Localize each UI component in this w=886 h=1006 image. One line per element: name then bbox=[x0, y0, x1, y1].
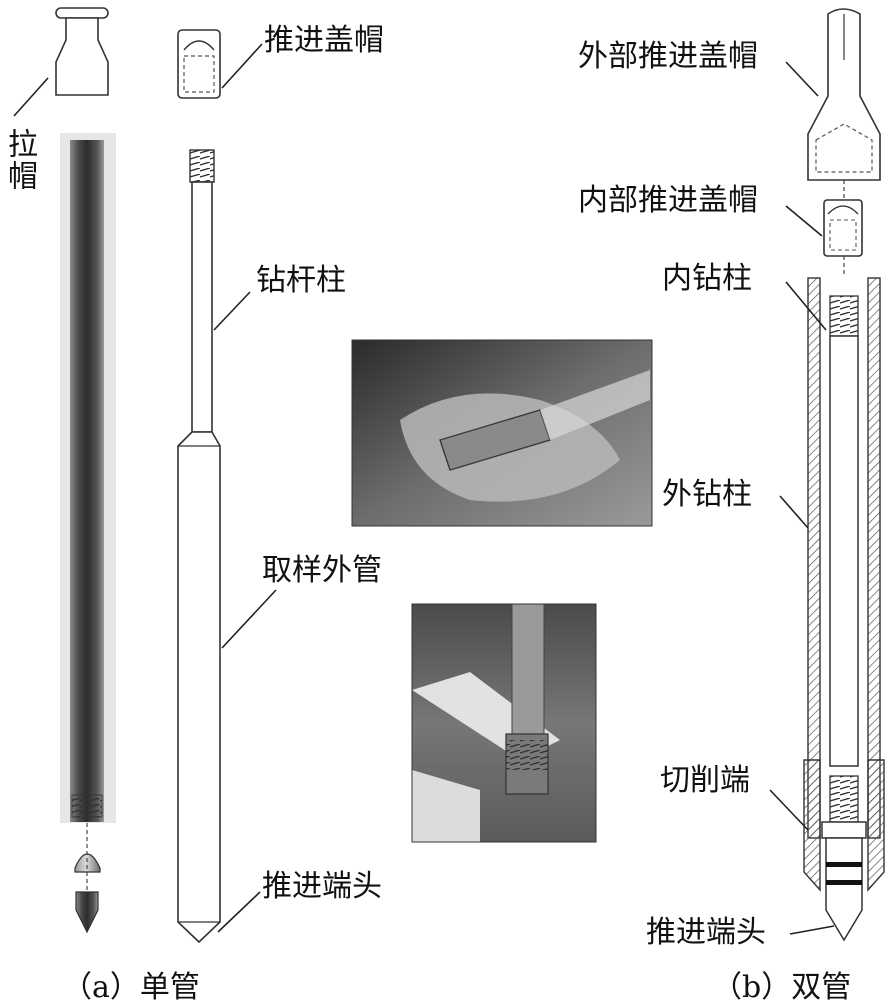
outer-tube-leader bbox=[221, 589, 277, 649]
outer-wall-right bbox=[867, 277, 881, 839]
collar bbox=[821, 821, 867, 839]
label-outer-sample-tube: 取样外管 bbox=[262, 553, 382, 588]
inner-rod-leader bbox=[785, 281, 827, 331]
outer-drive-cap-leader bbox=[785, 61, 819, 97]
label-drill-rod: 钻杆柱 bbox=[256, 263, 346, 298]
cutting-shoe-leader bbox=[769, 789, 809, 831]
oring-1 bbox=[826, 862, 862, 867]
cutting-bit bbox=[74, 853, 101, 873]
outer-sample-tube bbox=[177, 431, 221, 944]
caption-double-tube: （b）双管 bbox=[712, 970, 852, 1005]
oring-2 bbox=[826, 880, 862, 885]
drive-cap-part bbox=[177, 29, 221, 99]
outer-rod-leader bbox=[779, 495, 809, 529]
label-outer-drive-cap: 外部推进盖帽 bbox=[578, 39, 758, 74]
label-drive-head-a: 推进端头 bbox=[262, 869, 382, 904]
tube-thread bbox=[71, 794, 103, 818]
label-pull-cap: 拉帽 bbox=[2, 128, 37, 192]
label-inner-drill-rod: 内钻柱 bbox=[662, 261, 752, 296]
cutting-shoe-left bbox=[803, 759, 821, 892]
photo-sampler-in-ground bbox=[411, 603, 597, 843]
inner-drill-rod bbox=[829, 335, 859, 767]
drive-point-part bbox=[75, 891, 99, 934]
drill-rod-leader bbox=[213, 291, 251, 331]
label-cutting-shoe: 切削端 bbox=[660, 763, 750, 798]
drill-rod bbox=[191, 181, 213, 433]
inner-drive-cap-part bbox=[823, 199, 863, 257]
outer-wall-left bbox=[807, 277, 821, 839]
single-tube-realistic bbox=[13, 7, 116, 934]
photo-hand-holding-sampler bbox=[351, 339, 653, 527]
drive-point-b bbox=[825, 837, 863, 942]
rod-thread bbox=[189, 149, 215, 183]
label-drive-cap: 推进盖帽 bbox=[264, 23, 384, 58]
single-tube-drawing bbox=[177, 29, 277, 944]
inner-rod-thread bbox=[829, 295, 859, 337]
inner-drive-cap-leader bbox=[785, 205, 823, 237]
pull-cap-part bbox=[55, 7, 109, 96]
double-tube-drawing bbox=[769, 8, 885, 942]
label-outer-drill-rod: 外钻柱 bbox=[662, 477, 752, 512]
label-inner-drive-cap: 内部推进盖帽 bbox=[578, 183, 758, 218]
sample-tube-dark bbox=[70, 140, 104, 822]
label-drive-head-b: 推进端头 bbox=[646, 915, 766, 950]
pull-cap-leader bbox=[13, 77, 49, 117]
outer-drive-cap-part bbox=[807, 8, 881, 181]
lower-thread bbox=[829, 775, 859, 823]
drive-head-b-leader bbox=[789, 925, 835, 935]
cutting-shoe-right bbox=[867, 759, 885, 892]
drive-head-a-leader bbox=[217, 891, 261, 933]
drive-cap-leader bbox=[221, 43, 263, 89]
caption-single-tube: （a）单管 bbox=[62, 970, 200, 1005]
